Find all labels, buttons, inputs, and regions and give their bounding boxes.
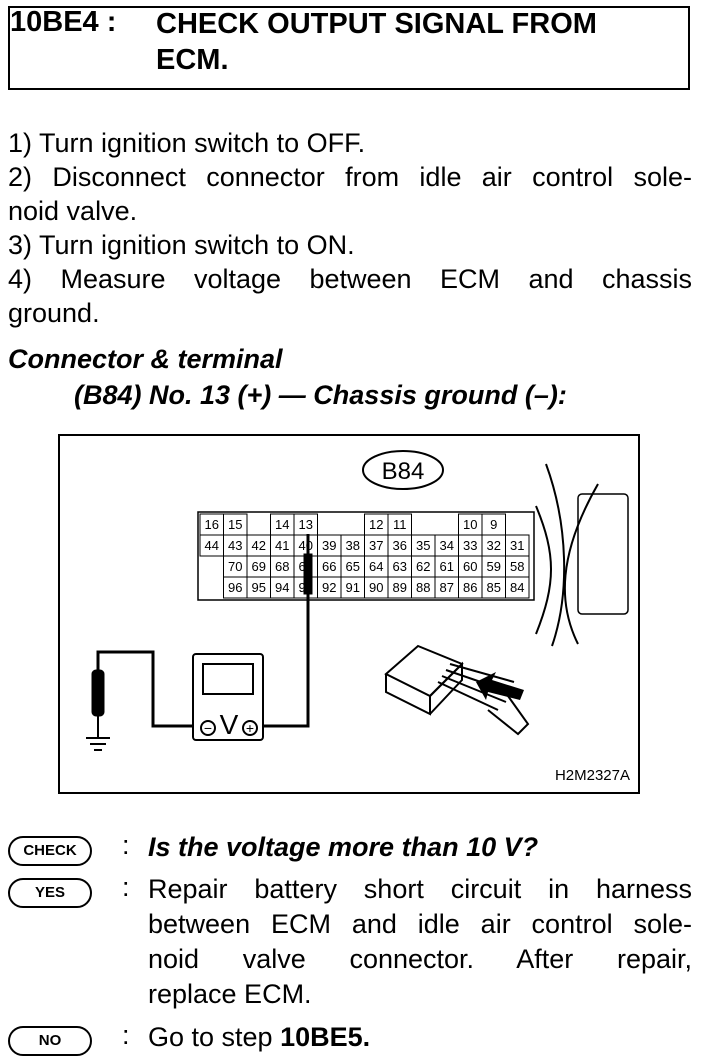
pin-label: 62 [416,559,430,574]
connector-cut-line-1 [535,505,552,635]
ecm-connector-body [197,511,535,601]
step-4-line1: 4) Measure voltage between ECM and chass… [8,264,692,294]
pin-label: 34 [440,538,454,553]
connector-id-label: B84 [382,458,425,485]
pin-label: 87 [440,580,454,595]
pin-label: 39 [322,538,336,553]
iac-valve-connector [384,644,530,736]
yes-tag: YES [8,878,92,908]
ground-lead [86,650,193,751]
positive-probe [263,534,313,728]
pin-label: 85 [487,580,501,595]
step-2-line1: 2) Disconnect connector from idle air co… [8,162,692,192]
pin-label: 33 [463,538,477,553]
plus-terminal-icon: + [246,720,254,736]
step-code: 10BE4 : [10,6,117,38]
figure-code: H2M2327A [555,767,630,784]
pin-cell [505,576,530,599]
no-answer-prefix: Go to step [148,1022,281,1052]
pin-label: 88 [416,580,430,595]
pin-label: 69 [252,559,266,574]
pin-label: 60 [463,559,477,574]
pin-label: 16 [205,517,219,532]
check-tag: CHECK [8,836,92,866]
yes-answer-line1: Repair battery short circuit in harness [148,874,692,904]
yes-answer-line4: replace ECM. [148,979,312,1009]
pin-grid: 16 15 14 13 12 11 10 9 44 43 42 41 40 39 38 37 36 35 34 33 3… [199,513,530,599]
pin-label: 12 [369,517,383,532]
pin-label: 35 [416,538,430,553]
no-tag: NO [8,1026,92,1056]
pin-label: 14 [275,517,289,532]
connector-cut-line-3 [563,483,599,645]
step-header-box [8,6,690,90]
minus-terminal-icon: − [204,720,212,736]
pin-label: 89 [393,580,407,595]
wiring-figure: B84 16 15 14 13 12 11 10 9 44 43 42 41 40 39 38 37 36 35 3… [86,450,630,784]
yes-colon: : [122,872,130,902]
yes-answer-line3: noid valve connector. After repair, [148,944,692,974]
step-title-line1: CHECK OUTPUT SIGNAL FROM [156,8,597,40]
no-answer: Go to step 10BE5. [148,1020,692,1055]
pin-label: 40 [299,538,313,553]
pin-label: 38 [346,538,360,553]
pin-label: 31 [510,538,524,553]
arrow-icon [476,672,524,700]
pin-label: 94 [275,580,289,595]
pin-label: 91 [346,580,360,595]
pin-label: 37 [369,538,383,553]
connector-id-oval [362,450,444,490]
pin-label: 42 [252,538,266,553]
no-colon: : [122,1020,130,1050]
pin-label: 96 [228,580,242,595]
pin-label: 70 [228,559,242,574]
pin-label: 58 [510,559,524,574]
step-title: CHECK OUTPUT SIGNAL FROM ECM. [156,6,676,78]
pin-label: 86 [463,580,477,595]
connector-terminal-heading: Connector & terminal [8,344,283,374]
no-answer-step: 10BE5. [280,1022,371,1052]
wiring-figure-frame [58,434,640,794]
pin-label: 90 [369,580,383,595]
pin-label: 10 [463,517,477,532]
yes-answer-line2: between ECM and idle air control sole- [148,909,692,939]
pin-label: 15 [228,517,242,532]
pin-label: 66 [322,559,336,574]
pin-label: 68 [275,559,289,574]
connector-cut-line-2 [545,463,566,647]
step-2-line2: noid valve. [8,196,138,226]
pin-label: 92 [322,580,336,595]
pin-label: 64 [369,559,383,574]
pin-label: 32 [487,538,501,553]
step-4-line2: ground. [8,298,100,328]
pin-label: 84 [510,580,524,595]
pin-label: 9 [490,517,497,532]
pin-label: 43 [228,538,242,553]
pin-label: 13 [299,517,313,532]
voltmeter-symbol: V [220,709,239,740]
pin-label: 59 [487,559,501,574]
step-3: 3) Turn ignition switch to ON. [8,230,355,260]
pin-label: 95 [252,580,266,595]
pin-label: 36 [393,538,407,553]
pin-label: 41 [275,538,289,553]
pin-label: 44 [205,538,219,553]
check-question: Is the voltage more than 10 V? [148,832,539,862]
pin-label: 63 [393,559,407,574]
ecm-connector [197,463,629,647]
step-1: 1) Turn ignition switch to OFF. [8,128,366,158]
connector-terminal-spec: (B84) No. 13 (+) — Chassis ground (–): [74,380,567,410]
pin-label: 61 [440,559,454,574]
voltmeter [192,653,264,741]
step-title-line2: ECM. [156,44,229,76]
connector-housing-end [577,493,629,615]
check-colon: : [122,830,130,860]
pin-label: 11 [393,517,407,532]
pin-label: 65 [346,559,360,574]
